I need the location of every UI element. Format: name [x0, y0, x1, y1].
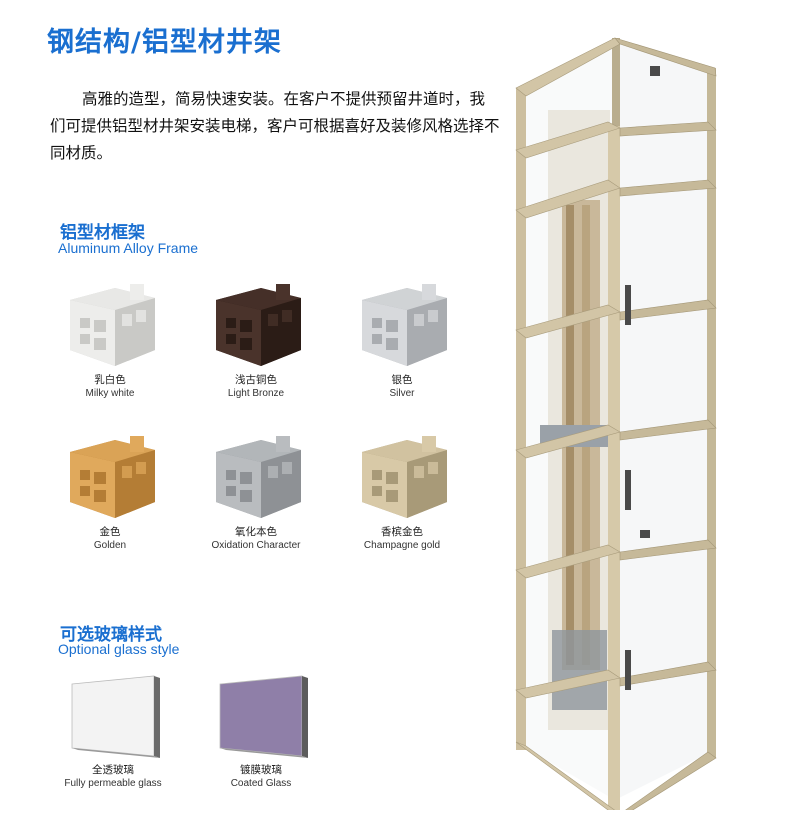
aluminum-profile-icon: [216, 284, 301, 366]
frame-swatch: 香槟金色 Champagne gold: [342, 432, 462, 552]
aluminum-profile-icon: [362, 284, 447, 366]
glass-section-subtitle: Optional glass style: [58, 641, 180, 657]
frame-swatch: 乳白色 Milky white: [50, 280, 170, 400]
frame-swatch: 浅古铜色 Light Bronze: [196, 280, 316, 400]
frame-swatch: 氧化本色 Oxidation Character: [196, 432, 316, 552]
swatch-label-cn: 乳白色: [94, 374, 126, 386]
glass-label-cn: 全透玻璃: [92, 764, 134, 776]
swatch-label-en: Oxidation Character: [211, 540, 301, 551]
swatch-label-cn: 香槟金色: [381, 526, 423, 538]
glass-panel-icon: [71, 675, 160, 758]
glass-label-en: Fully permeable glass: [64, 778, 162, 789]
swatch-label-en: Champagne gold: [363, 540, 441, 551]
swatch-label-cn: 氧化本色: [235, 526, 277, 538]
glass-label-cn: 镀膜玻璃: [240, 764, 282, 776]
frame-section-title: 铝型材框架: [60, 223, 145, 243]
aluminum-profile-icon: [216, 436, 301, 518]
swatch-label-cn: 浅古铜色: [235, 374, 277, 386]
swatch-label-en: Light Bronze: [227, 388, 285, 399]
aluminum-profile-icon: [70, 284, 155, 366]
aluminum-profile-icon: [362, 436, 447, 518]
swatch-label-en: Milky white: [85, 388, 135, 399]
frame-swatch: 银色 Silver: [342, 280, 462, 400]
frame-section-subtitle: Aluminum Alloy Frame: [58, 240, 199, 256]
glass-section-title: 可选玻璃样式: [60, 625, 162, 645]
intro-paragraph: 高雅的造型，简易快速安装。在客户不提供预留井道时，我们可提供铝型材井架安装电梯，…: [50, 90, 500, 162]
swatch-label-en: Golden: [93, 540, 127, 551]
glass-sample: 全透玻璃 Fully permeable glass: [48, 672, 178, 790]
glass-label-en: Coated Glass: [230, 778, 292, 789]
frame-swatch: 金色 Golden: [50, 432, 170, 552]
elevator-shaft-illustration: [500, 30, 730, 819]
swatch-label-en: Silver: [389, 388, 415, 399]
swatch-label-cn: 金色: [99, 526, 121, 538]
swatch-label-cn: 银色: [391, 374, 413, 386]
glass-panel-icon: [219, 675, 308, 758]
page-title: 钢结构/铝型材井架: [47, 27, 282, 58]
glass-sample: 镀膜玻璃 Coated Glass: [196, 672, 326, 790]
aluminum-profile-icon: [70, 436, 155, 518]
